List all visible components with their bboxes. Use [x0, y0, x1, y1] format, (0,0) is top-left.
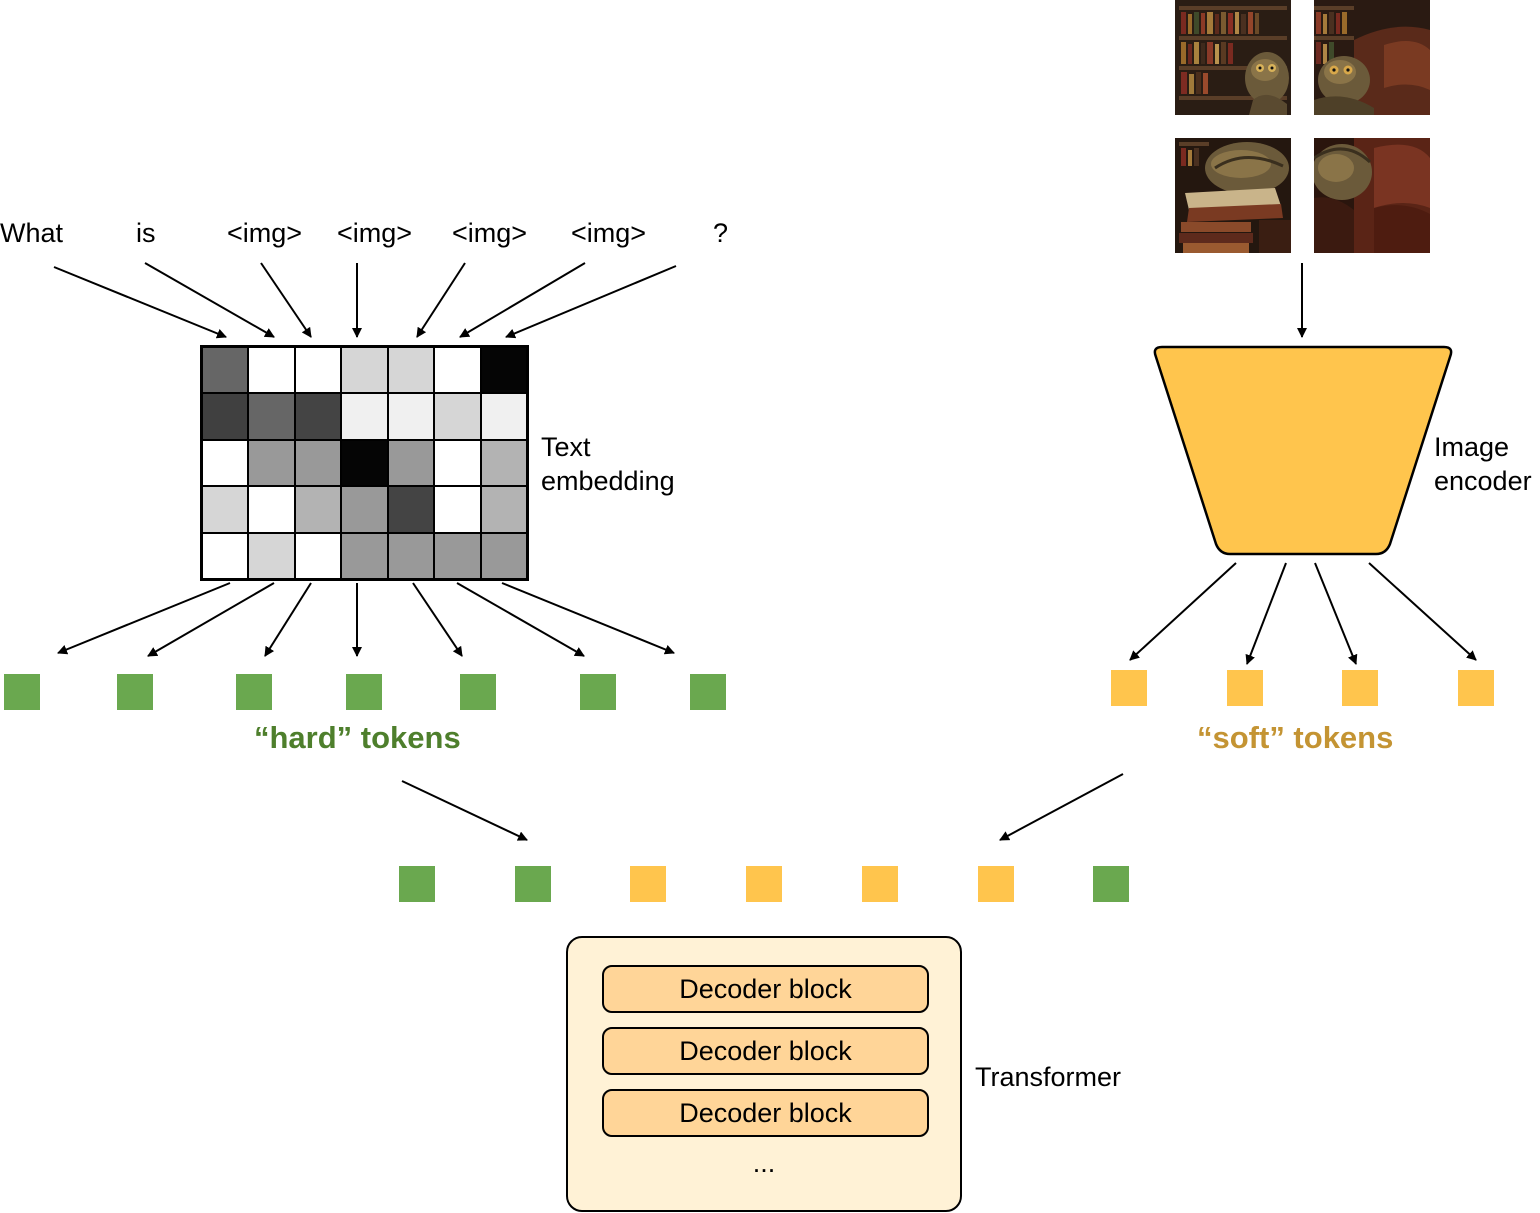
image-encoder-body: [1153, 345, 1453, 556]
embedding-cell: [294, 439, 342, 487]
more-blocks-ellipsis: ...: [752, 1148, 776, 1178]
soft-sequence-token: [862, 866, 898, 902]
soft-tokens-label: “soft” tokens: [1197, 720, 1394, 755]
input-word: ?: [713, 218, 729, 248]
embedding-cell: [248, 347, 295, 394]
arrow: [412, 582, 463, 657]
arrow: [459, 262, 586, 338]
text-embedding-matrix: [200, 345, 529, 581]
arrow: [1368, 562, 1477, 661]
soft-token: [1458, 670, 1494, 706]
embedding-cell: [202, 347, 249, 394]
hard-tokens-label: “hard” tokens: [254, 720, 461, 755]
arrow: [401, 780, 528, 841]
embedding-cell: [480, 347, 527, 394]
arrow: [264, 582, 312, 657]
arrow: [505, 265, 677, 339]
embedding-cell: [294, 347, 342, 394]
embedding-cell: [294, 532, 342, 579]
image-patch-top-right: [1314, 0, 1430, 115]
embedding-cell: [387, 439, 435, 487]
embedding-cell: [248, 393, 295, 440]
arrow: [147, 582, 275, 657]
soft-sequence-token: [746, 866, 782, 902]
transformer-label: Transformer: [975, 1062, 1122, 1092]
arrow: [999, 773, 1124, 841]
embedding-cell: [480, 486, 527, 533]
hard-token: [690, 674, 726, 710]
embedding-cell: [480, 532, 527, 579]
embedding-cell: [341, 532, 388, 579]
embedding-cell: [248, 439, 295, 487]
input-word: <img>: [452, 218, 528, 248]
input-word: <img>: [337, 218, 413, 248]
embedding-cell: [434, 532, 481, 579]
soft-sequence-token: [630, 866, 666, 902]
decoder-block: Decoder block: [602, 965, 929, 1013]
embedding-cell: [387, 532, 435, 579]
image-patch-top-left: [1175, 0, 1291, 115]
hard-sequence-token: [515, 866, 551, 902]
embedding-cell: [341, 439, 388, 487]
soft-token: [1342, 670, 1378, 706]
arrow: [53, 266, 227, 339]
decoder-block: Decoder block: [602, 1027, 929, 1075]
arrow: [456, 582, 585, 657]
embedding-cell: [387, 347, 435, 394]
arrow: [144, 262, 275, 338]
embedding-cell: [202, 532, 249, 579]
embedding-cell: [387, 393, 435, 440]
hard-token: [460, 674, 496, 710]
embedding-cell: [480, 393, 527, 440]
embedding-cell: [202, 486, 249, 533]
hard-token: [4, 674, 40, 710]
hard-sequence-token: [399, 866, 435, 902]
arrow: [1314, 562, 1358, 665]
arrow: [57, 582, 231, 655]
embedding-cell: [294, 486, 342, 533]
embedding-cell: [248, 532, 295, 579]
image-encoder-shape: [1153, 345, 1453, 556]
soft-sequence-token: [978, 866, 1014, 902]
hard-sequence-token: [1093, 866, 1129, 902]
embedding-cell: [434, 347, 481, 394]
input-word: is: [136, 218, 156, 248]
transformer-box: Decoder block Decoder block Decoder bloc…: [566, 936, 962, 1212]
hard-token: [236, 674, 272, 710]
arrow: [1245, 562, 1287, 665]
embedding-cell: [341, 347, 388, 394]
arrow: [416, 262, 466, 338]
input-word: <img>: [227, 218, 303, 248]
embedding-cell: [480, 439, 527, 487]
hard-token: [117, 674, 153, 710]
hard-token: [580, 674, 616, 710]
embedding-cell: [294, 393, 342, 440]
input-word: <img>: [571, 218, 647, 248]
embedding-cell: [248, 486, 295, 533]
text-embedding-label: Text embedding: [541, 432, 675, 496]
soft-token: [1111, 670, 1147, 706]
arrow: [501, 582, 675, 655]
arrow: [1129, 562, 1237, 661]
image-patch-bottom-right: [1314, 138, 1430, 253]
embedding-cell: [387, 486, 435, 533]
embedding-cell: [434, 393, 481, 440]
image-patch-bottom-left: [1175, 138, 1291, 253]
embedding-cell: [341, 486, 388, 533]
embedding-cell: [341, 393, 388, 440]
embedding-cell: [202, 439, 249, 487]
decoder-block: Decoder block: [602, 1089, 929, 1137]
hard-token: [346, 674, 382, 710]
input-word: What: [0, 218, 64, 248]
embedding-cell: [434, 439, 481, 487]
soft-token: [1227, 670, 1263, 706]
embedding-cell: [434, 486, 481, 533]
image-encoder-label: Image encoder: [1434, 432, 1532, 496]
arrow: [260, 262, 312, 338]
embedding-cell: [202, 393, 249, 440]
